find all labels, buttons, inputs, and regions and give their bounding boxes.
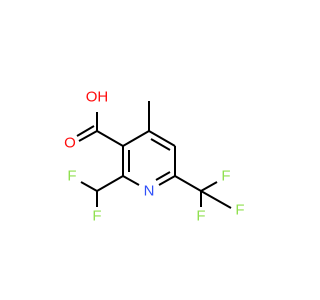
- hydroxyl-label: OH: [86, 89, 109, 106]
- bond-chf2-f-left: [80, 181, 98, 192]
- bond-cf3-f-right: [200, 190, 232, 209]
- carbonyl-oxygen-label: O: [64, 135, 76, 152]
- bond-cf3-f-top: [200, 181, 218, 192]
- bond-c4-c5-inner: [150, 138, 171, 151]
- bond-c2-chf2: [96, 175, 124, 192]
- bond-c4-c5: [148, 130, 176, 147]
- bond-carboxyl-o-b: [76, 125, 95, 137]
- bond-carboxyl-o-a: [78, 130, 98, 142]
- bond-c3-carboxyl: [96, 130, 124, 147]
- bond-c6-cf3: [174, 175, 202, 192]
- structure-canvas: OH O N F F F F F: [64, 89, 244, 225]
- bond-c6-n: [158, 175, 176, 186]
- bond-c6-n-inner: [155, 171, 171, 181]
- bond-n-c2: [122, 175, 140, 186]
- difluoromethyl-fluorine-bottom: F: [92, 208, 101, 225]
- trifluoromethyl-fluorine-bottom: F: [196, 208, 205, 225]
- difluoromethyl-fluorine-left: F: [67, 168, 76, 185]
- bond-c3-c4: [122, 130, 150, 147]
- trifluoromethyl-fluorine-right: F: [235, 202, 244, 219]
- molecule-drawing: OH O N F F F F F: [64, 89, 244, 225]
- trifluoromethyl-fluorine-top: F: [221, 168, 230, 185]
- ring-nitrogen-label: N: [144, 183, 155, 200]
